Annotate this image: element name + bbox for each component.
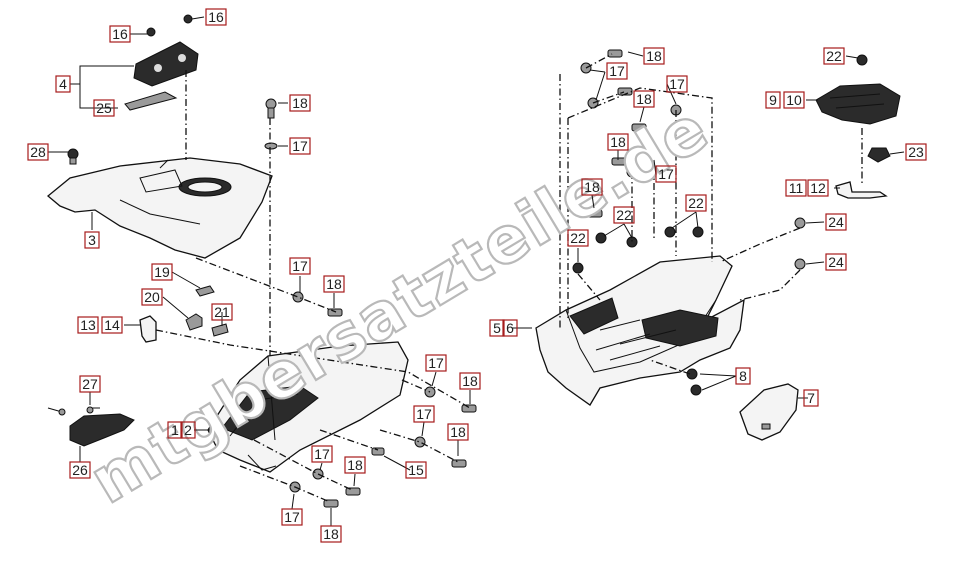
- callout-4: 4: [59, 76, 67, 92]
- callout-17g: 17: [609, 63, 625, 79]
- callout-22d: 22: [826, 48, 842, 64]
- callout-25: 25: [96, 100, 112, 116]
- left-assembly-lines: [155, 70, 471, 503]
- callout-22b: 22: [688, 195, 704, 211]
- front-upper-cover: [46, 157, 273, 259]
- callout-18d: 18: [450, 424, 466, 440]
- callout-5: 5: [493, 320, 501, 336]
- callout-17c: 17: [428, 355, 444, 371]
- callout-16a: 16: [112, 26, 128, 42]
- callout-28: 28: [30, 144, 46, 160]
- callout-3: 3: [88, 232, 96, 248]
- callout-17d: 17: [416, 406, 432, 422]
- callout-22c: 22: [570, 230, 586, 246]
- callout-11: 11: [789, 180, 804, 196]
- callout-15: 15: [408, 462, 424, 478]
- callout-13: 13: [80, 317, 96, 333]
- callout-24b: 24: [828, 254, 844, 270]
- callout-18j: 18: [584, 179, 600, 195]
- callout-18a: 18: [292, 95, 308, 111]
- callout-17b: 17: [292, 258, 308, 274]
- floor-panel: [535, 255, 745, 406]
- callout-8: 8: [739, 368, 747, 384]
- callout-14: 14: [104, 317, 120, 333]
- leader-lines: [48, 16, 905, 526]
- small-cover-part: [47, 406, 135, 447]
- callout-9: 9: [769, 92, 777, 108]
- callout-17e: 17: [314, 446, 330, 462]
- callout-17f: 17: [284, 509, 300, 525]
- callout-1: 1: [171, 422, 179, 438]
- callout-18b: 18: [326, 276, 342, 292]
- callout-18f: 18: [323, 526, 339, 542]
- callout-18h: 18: [636, 91, 652, 107]
- right-assembly-lines: [559, 53, 863, 375]
- callout-27: 27: [82, 376, 98, 392]
- callout-21: 21: [214, 304, 230, 320]
- callout-7: 7: [807, 390, 815, 406]
- callout-16b: 16: [208, 9, 224, 25]
- callout-26: 26: [72, 462, 88, 478]
- side-cover-piece: [739, 383, 799, 441]
- callout-12: 12: [810, 180, 826, 196]
- callout-17a: 17: [292, 138, 308, 154]
- left-fasteners: [67, 14, 477, 508]
- callout-20: 20: [144, 289, 160, 305]
- lower-side-cover: [207, 341, 409, 473]
- callout-18g: 18: [646, 48, 662, 64]
- callout-labels: 16 16 4 25 28 3 18 17 19 20 21 13 14 17 …: [27, 8, 927, 543]
- callout-18i: 18: [610, 134, 626, 150]
- callout-23: 23: [908, 144, 924, 160]
- callout-18e: 18: [347, 457, 363, 473]
- callout-18c: 18: [462, 373, 478, 389]
- callout-2: 2: [184, 422, 192, 438]
- callout-6: 6: [506, 320, 514, 336]
- upper-bracket: [124, 41, 199, 111]
- callout-24a: 24: [828, 214, 844, 230]
- callout-19: 19: [154, 264, 170, 280]
- callout-22a: 22: [616, 207, 632, 223]
- rear-carrier: [815, 83, 901, 125]
- callout-17h: 17: [669, 76, 685, 92]
- carrier-bracket: [835, 181, 888, 199]
- callout-10: 10: [786, 92, 802, 108]
- callout-17i: 17: [658, 166, 674, 182]
- side-bracket: [139, 285, 229, 343]
